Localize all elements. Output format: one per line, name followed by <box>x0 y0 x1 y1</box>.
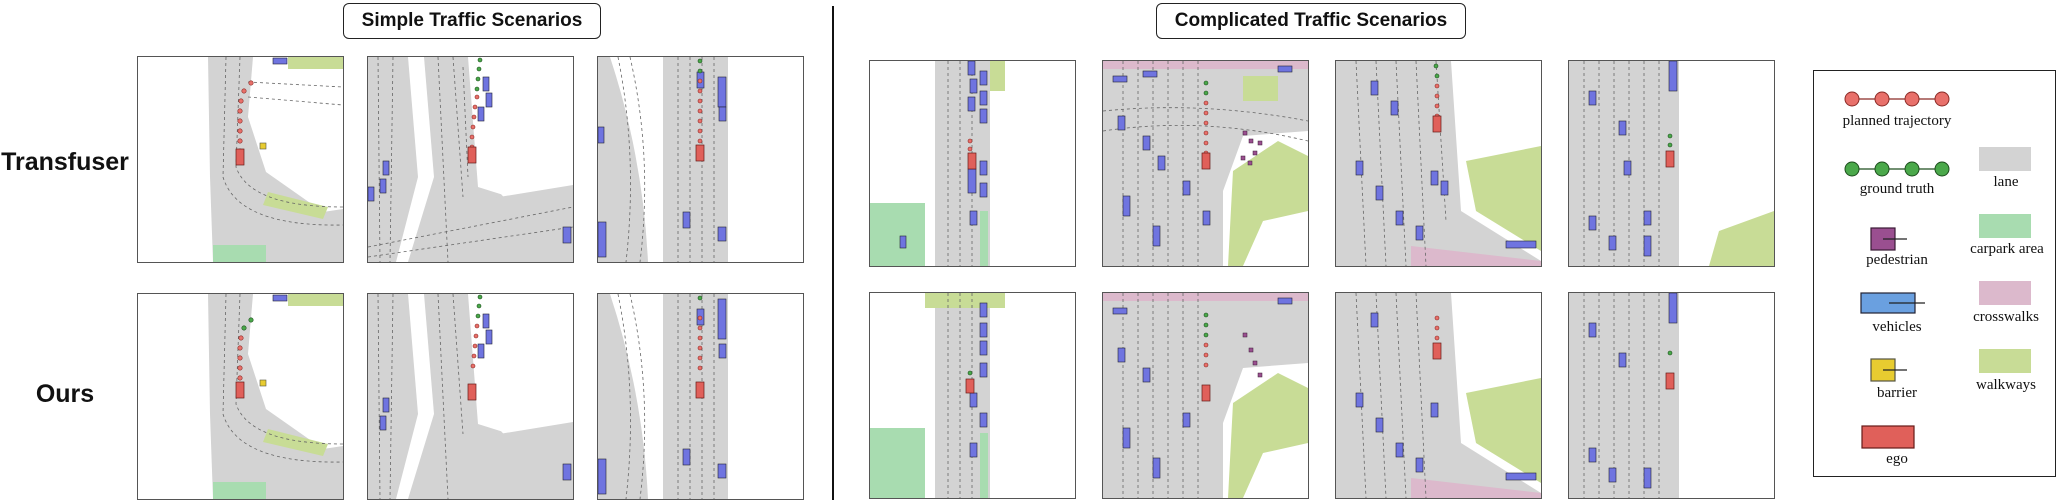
vehicles-swatch <box>1860 292 1925 314</box>
section-title-complicated: Complicated Traffic Scenarios <box>1156 3 1466 39</box>
legend-label-crosswalks: crosswalks <box>1973 309 2039 325</box>
scenario-panel-complicated-4-transfuser <box>1568 60 1775 267</box>
walkways-swatch <box>1979 349 2031 373</box>
scenario-panel-complicated-1-transfuser <box>869 60 1076 267</box>
legend-label-barrier: barrier <box>1877 385 1917 401</box>
ground-truth-swatch <box>1844 161 1950 177</box>
lane-swatch <box>1979 147 2031 171</box>
ego-swatch <box>1861 425 1915 449</box>
legend-label-ground-truth: ground truth <box>1859 181 1935 197</box>
scenario-panel-simple-2-transfuser <box>367 56 574 263</box>
scenario-panel-simple-2-ours <box>367 293 574 500</box>
legend-label-planned-trajectory: planned trajectory <box>1842 113 1952 129</box>
scenario-panel-complicated-4-ours <box>1568 292 1775 499</box>
scenario-panel-complicated-3-transfuser <box>1335 60 1542 267</box>
pedestrian-swatch <box>1870 227 1907 251</box>
section-title-simple: Simple Traffic Scenarios <box>343 3 601 39</box>
legend-label-ego: ego <box>1886 451 1908 467</box>
legend-label-carpark-area: carpark area <box>1970 241 2044 257</box>
planned-trajectory-swatch <box>1844 91 1950 107</box>
legend-box: planned trajectory ground truth pedestri… <box>1813 70 2056 477</box>
scenario-panel-simple-1-transfuser <box>137 56 344 263</box>
row-label-ours: Ours <box>35 380 95 408</box>
scenario-panel-complicated-2-transfuser <box>1102 60 1309 267</box>
legend-label-walkways: walkways <box>1976 377 2036 393</box>
scenario-panel-simple-3-ours <box>597 293 804 500</box>
scenario-panel-simple-3-transfuser <box>597 56 804 263</box>
legend-label-pedestrian: pedestrian <box>1866 252 1928 268</box>
legend-label-vehicles: vehicles <box>1872 319 1922 335</box>
carpark-area-swatch <box>1979 214 2031 238</box>
scenario-panel-complicated-1-ours <box>869 292 1076 499</box>
crosswalks-swatch <box>1979 281 2031 305</box>
row-label-transfuser: Transfuser <box>1 148 129 176</box>
legend-label-lane: lane <box>1993 174 2019 190</box>
scenario-panel-complicated-2-ours <box>1102 292 1309 499</box>
barrier-swatch <box>1870 358 1907 382</box>
scenario-panel-simple-1-ours <box>137 293 344 500</box>
scenario-panel-complicated-3-ours <box>1335 292 1542 499</box>
section-divider <box>832 6 834 500</box>
